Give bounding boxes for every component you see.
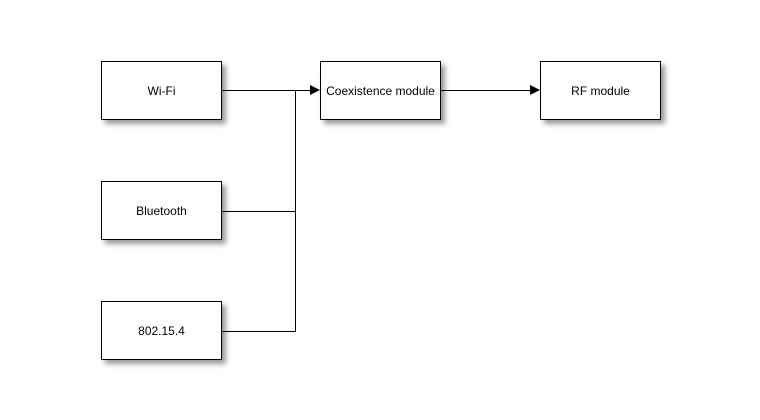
block-802-15-4-label: 802.15.4 <box>138 323 185 338</box>
connector-branch-vertical <box>295 90 296 332</box>
block-coexistence-module-label: Coexistence module <box>326 83 435 98</box>
connector-coexistence-to-rf <box>441 90 531 91</box>
block-coexistence-module[interactable]: Coexistence module <box>320 61 441 120</box>
block-wifi-label: Wi-Fi <box>147 83 176 98</box>
arrowhead-into-coexistence-icon <box>310 85 320 95</box>
block-802-15-4[interactable]: 802.15.4 <box>101 301 222 360</box>
block-rf-module-label: RF module <box>571 83 630 98</box>
connector-bluetooth-to-branch <box>222 211 295 212</box>
arrowhead-into-rf-icon <box>530 85 540 95</box>
block-rf-module[interactable]: RF module <box>540 61 661 120</box>
connector-802-15-4-to-branch <box>222 331 295 332</box>
block-wifi[interactable]: Wi-Fi <box>101 61 222 120</box>
block-bluetooth-label: Bluetooth <box>136 203 187 218</box>
block-bluetooth[interactable]: Bluetooth <box>101 181 222 240</box>
connector-wifi-to-coexistence <box>222 90 311 91</box>
